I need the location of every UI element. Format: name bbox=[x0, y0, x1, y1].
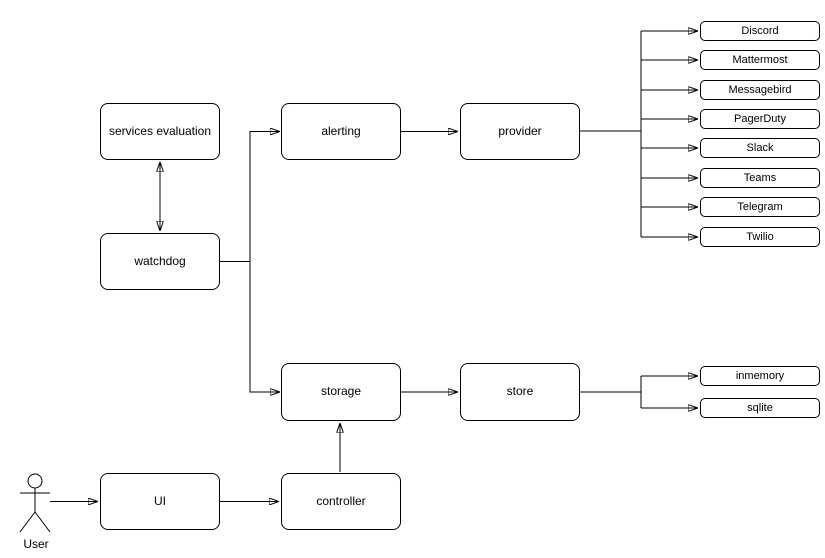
node-alerting-label: alerting bbox=[321, 123, 361, 138]
node-watchdog-label: watchdog bbox=[134, 253, 186, 268]
node-inmemory-label: inmemory bbox=[735, 369, 785, 382]
node-provider-label: provider bbox=[498, 123, 542, 138]
node-controller: controller bbox=[281, 473, 401, 530]
node-store-label: store bbox=[506, 384, 534, 399]
node-watchdog: watchdog bbox=[100, 233, 220, 290]
node-ui-label: UI bbox=[154, 493, 166, 508]
node-mattermost: Mattermost bbox=[700, 50, 820, 70]
node-sqlite: sqlite bbox=[700, 398, 820, 418]
edge-watchdog-alerting bbox=[249, 132, 279, 262]
node-inmemory: inmemory bbox=[700, 366, 820, 386]
edge-watchdog-storage bbox=[249, 261, 279, 393]
user-actor-icon bbox=[19, 473, 51, 533]
node-pagerduty: PagerDuty bbox=[700, 109, 820, 129]
node-mattermost-label: Mattermost bbox=[732, 53, 788, 66]
actor-label: User bbox=[23, 537, 49, 551]
node-telegram-label: Telegram bbox=[737, 200, 783, 213]
node-controller-label: controller bbox=[316, 493, 366, 508]
node-teams-label: Teams bbox=[743, 171, 777, 184]
node-teams: Teams bbox=[700, 168, 820, 188]
node-services-evaluation: services evaluation bbox=[100, 103, 220, 160]
node-twilio-label: Twilio bbox=[746, 230, 774, 243]
node-discord-label: Discord bbox=[741, 24, 779, 37]
node-messagebird-label: Messagebird bbox=[728, 83, 792, 96]
node-storage: storage bbox=[281, 363, 401, 421]
node-services-evaluation-label: services evaluation bbox=[108, 123, 212, 138]
node-slack: Slack bbox=[700, 138, 820, 158]
node-store: store bbox=[460, 363, 580, 421]
node-telegram: Telegram bbox=[700, 197, 820, 217]
node-provider: provider bbox=[460, 103, 580, 160]
node-storage-label: storage bbox=[320, 384, 362, 399]
node-ui: UI bbox=[100, 473, 220, 530]
node-twilio: Twilio bbox=[700, 227, 820, 247]
node-messagebird: Messagebird bbox=[700, 80, 820, 100]
node-discord: Discord bbox=[700, 21, 820, 41]
node-sqlite-label: sqlite bbox=[747, 401, 773, 414]
node-slack-label: Slack bbox=[746, 141, 774, 154]
node-pagerduty-label: PagerDuty bbox=[734, 112, 786, 125]
node-alerting: alerting bbox=[281, 103, 401, 160]
